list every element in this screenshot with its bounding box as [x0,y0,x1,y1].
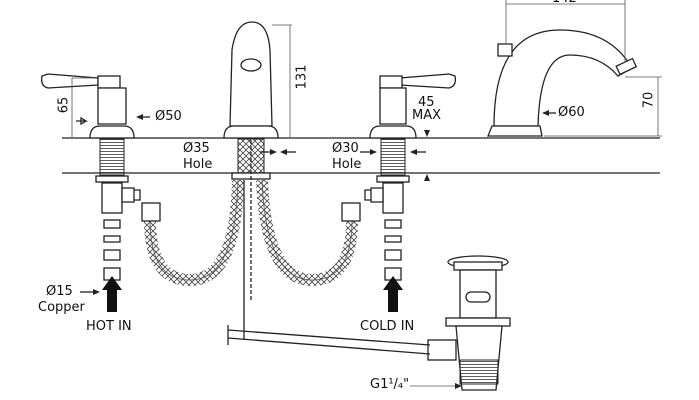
spout-outlet-height-dimension: 70 [641,91,657,109]
spout-base-diameter-dimension: Ø60 [558,105,585,120]
spout-side [487,0,662,137]
waste-thread-dimension: G1¹/₄" [370,377,410,392]
spout-reach-dimension: 142 [552,0,577,6]
counter-thickness-dimension: 45 [418,95,435,110]
spout-height-dimension: 131 [294,64,310,90]
cold-tap [364,73,457,281]
tap-hole-label: Hole [332,157,362,172]
handle-height-dimension: 65 [56,96,72,114]
tap-hole-diameter: Ø30 [332,141,359,156]
pipe-diameter: Ø15 [46,284,73,299]
counter-max-label: MAX [412,108,442,123]
pipe-material: Copper [38,300,85,315]
popup-waste [227,255,511,391]
spout-hole-diameter: Ø35 [183,141,210,156]
tap-diameter-dimension: Ø50 [155,109,182,124]
spout-hole-label: Hole [183,157,213,172]
cold-in-label: COLD IN [360,319,415,334]
hot-in-label: HOT IN [86,319,132,334]
hot-tap [40,73,141,281]
spout-front [223,21,279,340]
hot-in-arrow [80,276,122,312]
hot-hose [144,179,244,287]
cold-hose [256,179,358,287]
cold-in-arrow [383,276,403,312]
